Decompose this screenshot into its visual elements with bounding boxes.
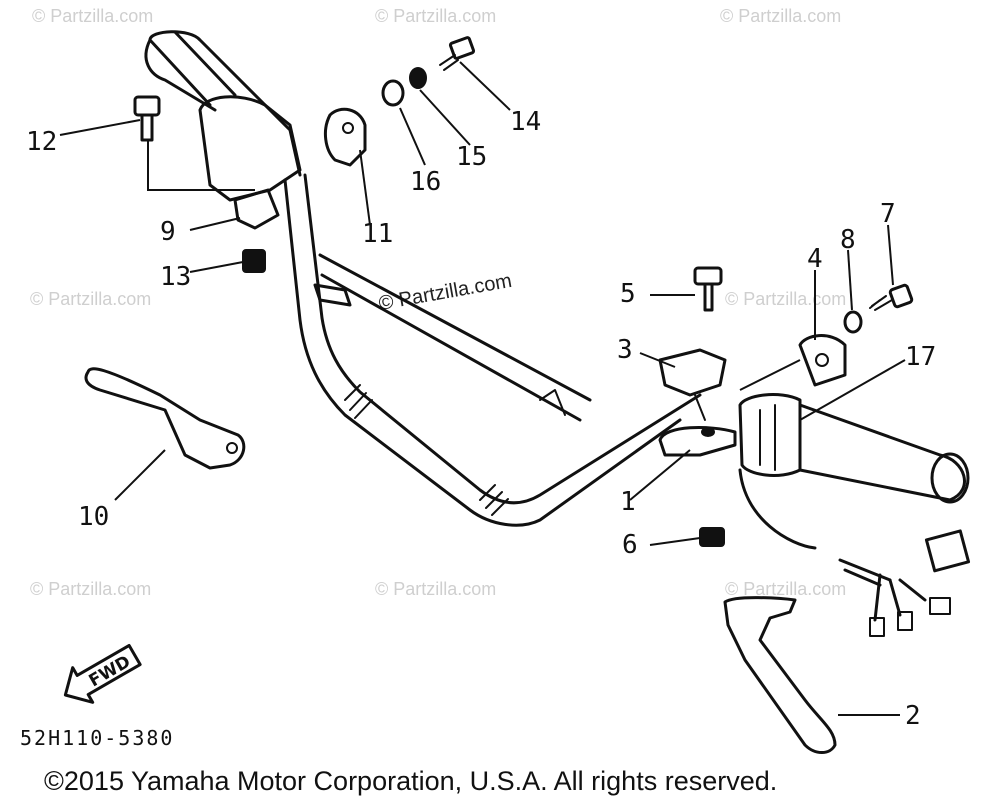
callout-10: 10 (78, 502, 109, 532)
diagram-code: 52H110-5380 (20, 726, 174, 750)
callout-6: 6 (622, 530, 638, 560)
watermark: © Partzilla.com (32, 6, 153, 26)
callout-11: 11 (362, 219, 393, 249)
callout-13: 13 (160, 262, 191, 292)
part-8-washer (843, 310, 863, 334)
watermark: © Partzilla.com (375, 6, 496, 26)
watermark: © Partzilla.com (725, 579, 846, 599)
callout-2: 2 (905, 701, 921, 731)
callout-14: 14 (510, 107, 541, 137)
callout-4: 4 (807, 244, 823, 274)
watermark: © Partzilla.com (720, 6, 841, 26)
part-3-holder (658, 348, 727, 421)
part-12-bolt (133, 95, 161, 142)
handlebar (144, 30, 702, 527)
callout-12: 12 (26, 127, 57, 157)
watermark-center: © Partzilla.com (377, 270, 514, 315)
part-2-lever (723, 596, 837, 754)
watermark: © Partzilla.com (30, 289, 151, 309)
watermark: © Partzilla.com (725, 289, 846, 309)
callout-7: 7 (880, 199, 896, 229)
copyright-text: ©2015 Yamaha Motor Corporation, U.S.A. A… (44, 766, 777, 796)
watermark: © Partzilla.com (30, 579, 151, 599)
watermark: © Partzilla.com (375, 579, 496, 599)
watermark-layer: © Partzilla.com © Partzilla.com © Partzi… (30, 6, 846, 599)
right-grip-switch (738, 393, 971, 637)
callout-9: 9 (160, 217, 176, 247)
part-15-washer (409, 67, 427, 89)
part-16-washer (381, 79, 405, 107)
leader-lines (59, 61, 906, 716)
part-9-bracket (233, 188, 280, 230)
callout-numbers: 12 9 13 11 16 15 14 5 4 8 7 3 17 1 6 10 … (26, 107, 936, 731)
callout-8: 8 (840, 225, 856, 255)
callout-16: 16 (410, 167, 441, 197)
part-13-nut (242, 249, 266, 273)
callout-1: 1 (620, 487, 636, 517)
part-10-lever (84, 367, 246, 470)
part-11-clamp (323, 107, 367, 167)
part-7-screw (869, 283, 914, 311)
callout-15: 15 (456, 142, 487, 172)
part-6-nut (699, 527, 725, 547)
callout-17: 17 (905, 342, 936, 372)
part-4-bracket (798, 334, 847, 387)
callout-3: 3 (617, 335, 633, 365)
fwd-arrow-icon: FWD (63, 643, 142, 704)
callout-5: 5 (620, 279, 636, 309)
part-14-bolt (439, 36, 476, 71)
part-5-bolt (693, 266, 723, 312)
part-1-clamp (658, 425, 737, 457)
